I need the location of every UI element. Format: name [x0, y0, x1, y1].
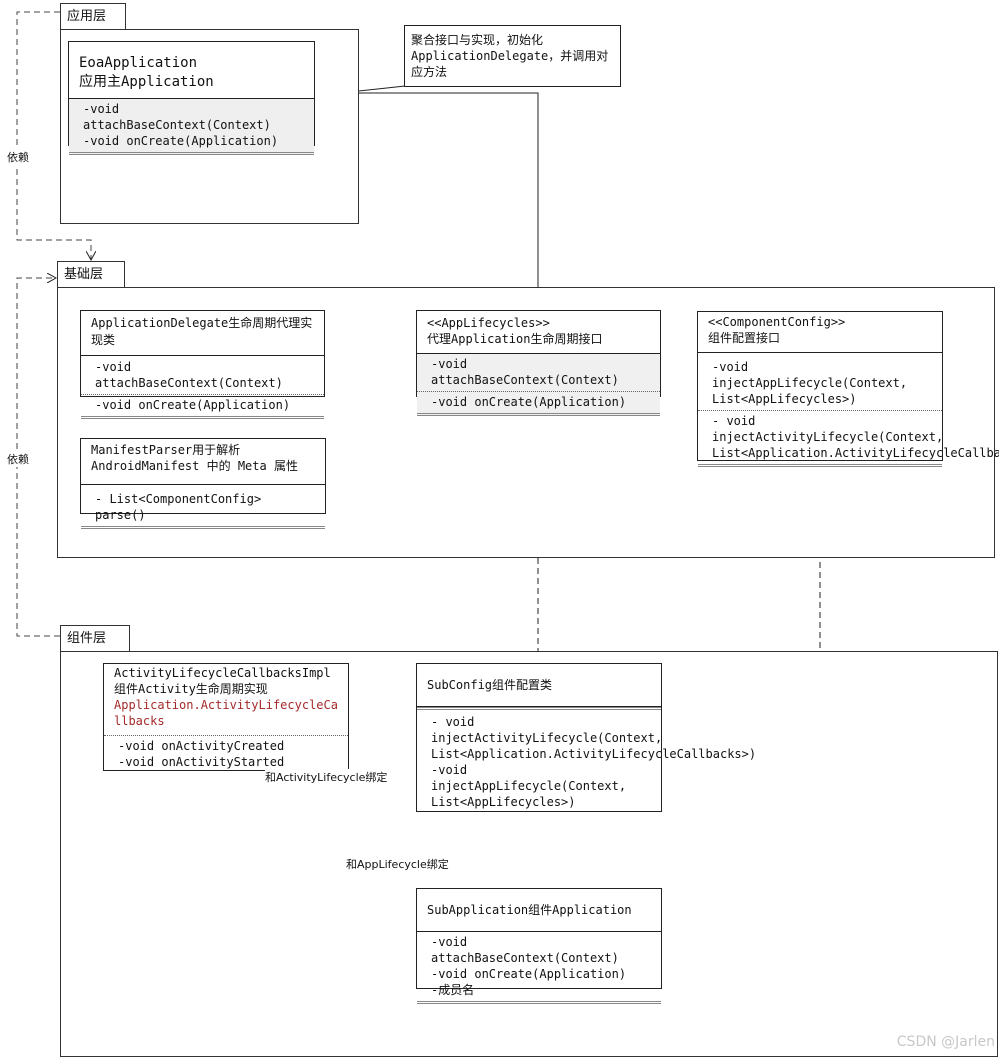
class-application-delegate: ApplicationDelegate生命周期代理实现类 -void attac… [80, 310, 325, 419]
label-dependency-1: 依赖 [7, 149, 29, 165]
method: - List<ComponentConfig> parse() [95, 492, 262, 522]
method: - void injectActivityLifecycle(Context, … [712, 414, 999, 460]
method: -void onCreate(Application) [431, 967, 627, 981]
class-desc: 组件Activity生命周期实现 [114, 682, 268, 696]
method: -void onCreate(Application) [431, 395, 627, 409]
class-name: ApplicationDelegate生命周期代理实现类 [91, 316, 313, 347]
watermark: CSDN @Jarlen [896, 1034, 995, 1050]
dependency-app-to-base [16, 11, 91, 260]
method: -void attachBaseContext(Context) [83, 102, 271, 132]
method: -void attachBaseContext(Context) [431, 935, 619, 965]
class-desc: 代理Application生命周期接口 [427, 332, 603, 346]
class-app-lifecycles: <<AppLifecycles>> 代理Application生命周期接口 -v… [416, 310, 661, 416]
stereotype: <<ComponentConfig>> [708, 315, 846, 329]
class-name: EoaApplication [79, 55, 198, 71]
package-tab-app: 应用层 [60, 3, 126, 30]
stereotype: <<AppLifecycles>> [427, 316, 550, 330]
method: - void injectActivityLifecycle(Context, … [431, 715, 757, 761]
package-tab-base: 基础层 [57, 261, 125, 288]
label-bind-activity: 和ActivityLifecycle绑定 [265, 769, 388, 785]
class-manifest-parser: ManifestParser用于解析AndroidManifest 中的 Met… [80, 438, 326, 529]
method: -void onCreate(Application) [83, 134, 279, 148]
method: -void attachBaseContext(Context) [431, 357, 619, 387]
method: -void attachBaseContext(Context) [95, 360, 283, 390]
class-name: ActivityLifecycleCallbacksImpl [114, 666, 331, 680]
class-desc: 组件配置接口 [708, 331, 781, 345]
method: -void injectAppLifecycle(Context, List<A… [712, 360, 908, 406]
class-sub-config: SubConfig组件配置类 - void injectActivityLife… [416, 663, 757, 812]
note-aggregation: 聚合接口与实现，初始化ApplicationDelegate，并调用对应方法 [404, 25, 621, 87]
method: -void injectAppLifecycle(Context, List<A… [431, 763, 627, 809]
class-eoa-application: EoaApplication 应用主Application -void atta… [68, 41, 315, 155]
aggregation-line [314, 92, 539, 311]
class-name: ManifestParser用于解析AndroidManifest 中的 Met… [91, 443, 298, 473]
label-dependency-2: 依赖 [7, 451, 29, 467]
interface-name: Application.ActivityLifecycleCallbacks [114, 698, 338, 728]
label-bind-app: 和AppLifecycle绑定 [346, 856, 449, 872]
class-name: SubConfig组件配置类 [427, 678, 553, 692]
class-desc: 应用主Application [79, 74, 214, 90]
method: -void onActivityCreated [118, 739, 285, 753]
method: -void onActivityStarted [118, 755, 285, 769]
field: -成员名 [431, 983, 475, 997]
class-activity-callbacks-impl: ActivityLifecycleCallbacksImpl 组件Activit… [103, 663, 349, 771]
class-component-config: <<ComponentConfig>> 组件配置接口 -void injectA… [697, 311, 999, 467]
class-name: SubApplication组件Application [427, 903, 632, 917]
package-tab-comp: 组件层 [60, 625, 130, 652]
method: -void onCreate(Application) [95, 398, 291, 412]
class-sub-application: SubApplication组件Application -void attach… [416, 888, 662, 1004]
